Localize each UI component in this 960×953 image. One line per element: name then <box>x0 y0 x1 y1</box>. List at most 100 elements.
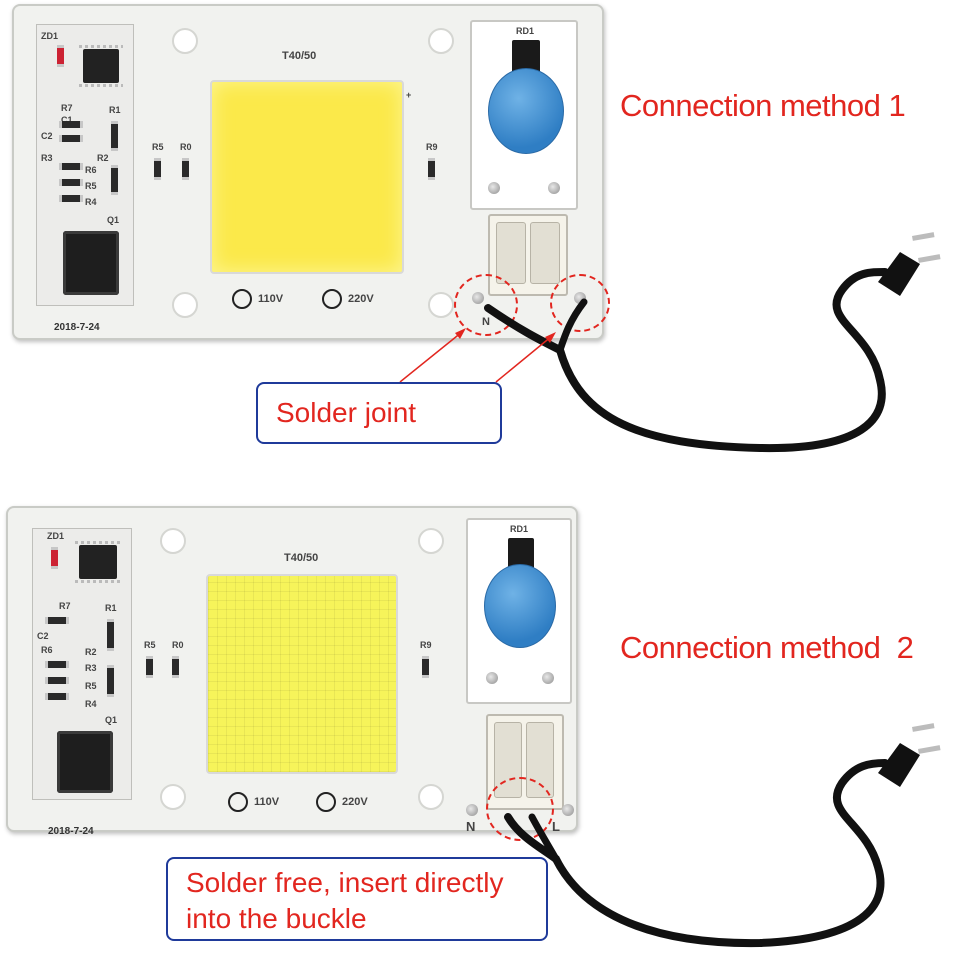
mount-hole <box>160 784 186 810</box>
voltage-label-110v: 110V <box>254 796 280 808</box>
pointer-arrow-icon <box>495 332 556 383</box>
smd-resistor <box>172 656 179 678</box>
solder-pad <box>486 672 498 684</box>
label-r4: R4 <box>85 197 97 207</box>
label-r6: R6 <box>85 165 97 175</box>
label-c2: C2 <box>41 131 53 141</box>
terminal-slot <box>496 222 526 284</box>
cob-led-chip <box>210 80 404 274</box>
board-date-label: 2018-7-24 <box>54 322 100 333</box>
label-r1: R1 <box>109 105 121 115</box>
smd-resistor <box>107 665 114 697</box>
smd-resistor <box>146 656 153 678</box>
voltage-label-220v: 220V <box>348 293 374 305</box>
label-r2: R2 <box>97 153 109 163</box>
smd-resistor <box>45 677 69 684</box>
varistor-module: RD1 <box>470 20 578 210</box>
voltage-label-220v: 220V <box>342 796 368 808</box>
power-cable <box>484 268 889 453</box>
label-zd1: ZD1 <box>47 531 65 541</box>
mount-hole <box>160 528 186 554</box>
label-r5-mid: R5 <box>152 142 164 152</box>
connection-method-1-caption: Connection method 1 <box>620 88 906 123</box>
label-rd1: RD1 <box>510 524 529 534</box>
polarity-plus-label: + <box>406 90 412 100</box>
driver-component-strip: ZD1 R7 C1 R1 C2 R2 R6 R3 R5 R4 Q1 <box>36 24 134 306</box>
label-r9: R9 <box>426 142 438 152</box>
power-cable <box>504 759 889 948</box>
terminal-slot <box>530 222 560 284</box>
driver-ic-chip <box>75 541 121 583</box>
smd-resistor <box>59 179 83 186</box>
mosfet-transistor <box>63 231 119 295</box>
solder-pad <box>466 804 478 816</box>
smd-resistor <box>182 158 189 180</box>
smd-resistor <box>45 617 69 624</box>
terminal-label-n: N <box>466 819 476 834</box>
label-r7: R7 <box>59 601 71 611</box>
voltage-select-pad-110v <box>232 289 252 309</box>
label-r4: R4 <box>85 699 97 709</box>
voltage-select-pad-110v <box>228 792 248 812</box>
wiring-overlay <box>504 723 941 948</box>
mount-hole <box>418 528 444 554</box>
label-q1: Q1 <box>105 715 118 725</box>
mount-hole <box>172 292 198 318</box>
pointer-arrow-icon <box>399 328 466 383</box>
label-q1: Q1 <box>107 215 120 225</box>
terminal-label-l: L <box>552 819 560 834</box>
mount-hole <box>172 28 198 54</box>
smd-resistor <box>59 163 83 170</box>
smd-resistor <box>45 693 69 700</box>
label-r3: R3 <box>85 663 97 673</box>
board-model-label: T40/50 <box>282 50 317 62</box>
label-c2: C2 <box>37 631 49 641</box>
smd-resistor <box>59 135 83 142</box>
label-r3: R3 <box>41 153 53 163</box>
smd-resistor <box>45 661 69 668</box>
label-r1: R1 <box>105 603 117 613</box>
label-rd1: RD1 <box>516 26 535 36</box>
varistor-disc <box>484 564 556 648</box>
smd-resistor <box>111 121 118 151</box>
smd-resistor <box>154 158 161 180</box>
connection-method-2-panel: ZD1 R7 R1 C2 R2 R6 R3 R5 R4 Q1 R5 R0 T40… <box>0 477 960 953</box>
cob-led-chip <box>206 574 398 774</box>
driver-ic-chip <box>79 45 123 87</box>
smd-resistor <box>59 121 83 128</box>
label-r7: R7 <box>61 103 73 113</box>
mount-hole <box>428 292 454 318</box>
solder-pad <box>548 182 560 194</box>
board-model-label: T40/50 <box>284 552 319 564</box>
voltage-select-pad-220v <box>316 792 336 812</box>
smd-resistor <box>107 619 114 651</box>
zener-diode <box>57 45 64 67</box>
label-r0: R0 <box>180 142 192 152</box>
label-zd1: ZD1 <box>41 31 59 41</box>
buckle-insert-highlight-circle <box>486 777 554 841</box>
label-r6: R6 <box>41 645 53 655</box>
connection-method-1-panel: ZD1 R7 C1 R1 C2 R2 R6 R3 R5 R4 Q1 R5 R0 … <box>0 0 960 476</box>
solder-free-callout-line-2: into the buckle <box>186 903 367 934</box>
varistor-module: RD1 <box>466 518 572 704</box>
solder-free-callout-line-1: Solder free, insert directly <box>186 867 504 898</box>
voltage-label-110v: 110V <box>258 293 284 305</box>
varistor-disc <box>488 68 564 154</box>
label-r5: R5 <box>85 181 97 191</box>
mosfet-transistor <box>57 731 113 793</box>
power-plug-icon <box>878 723 941 787</box>
solder-free-callout: Solder free, insert directly into the bu… <box>166 857 548 941</box>
label-r0: R0 <box>172 640 184 650</box>
led-driver-board: ZD1 R7 R1 C2 R2 R6 R3 R5 R4 Q1 R5 R0 T40… <box>6 506 578 837</box>
label-r5: R5 <box>85 681 97 691</box>
label-r2: R2 <box>85 647 97 657</box>
smd-resistor <box>422 656 429 678</box>
solder-joint-callout-text: Solder joint <box>276 397 417 428</box>
solder-joint-highlight-circle <box>454 274 518 336</box>
solder-joint-highlight-circle <box>550 274 610 332</box>
mount-hole <box>428 28 454 54</box>
label-r5-mid: R5 <box>144 640 156 650</box>
smd-resistor <box>111 165 118 195</box>
power-plug-icon <box>878 232 941 296</box>
solder-pad <box>488 182 500 194</box>
